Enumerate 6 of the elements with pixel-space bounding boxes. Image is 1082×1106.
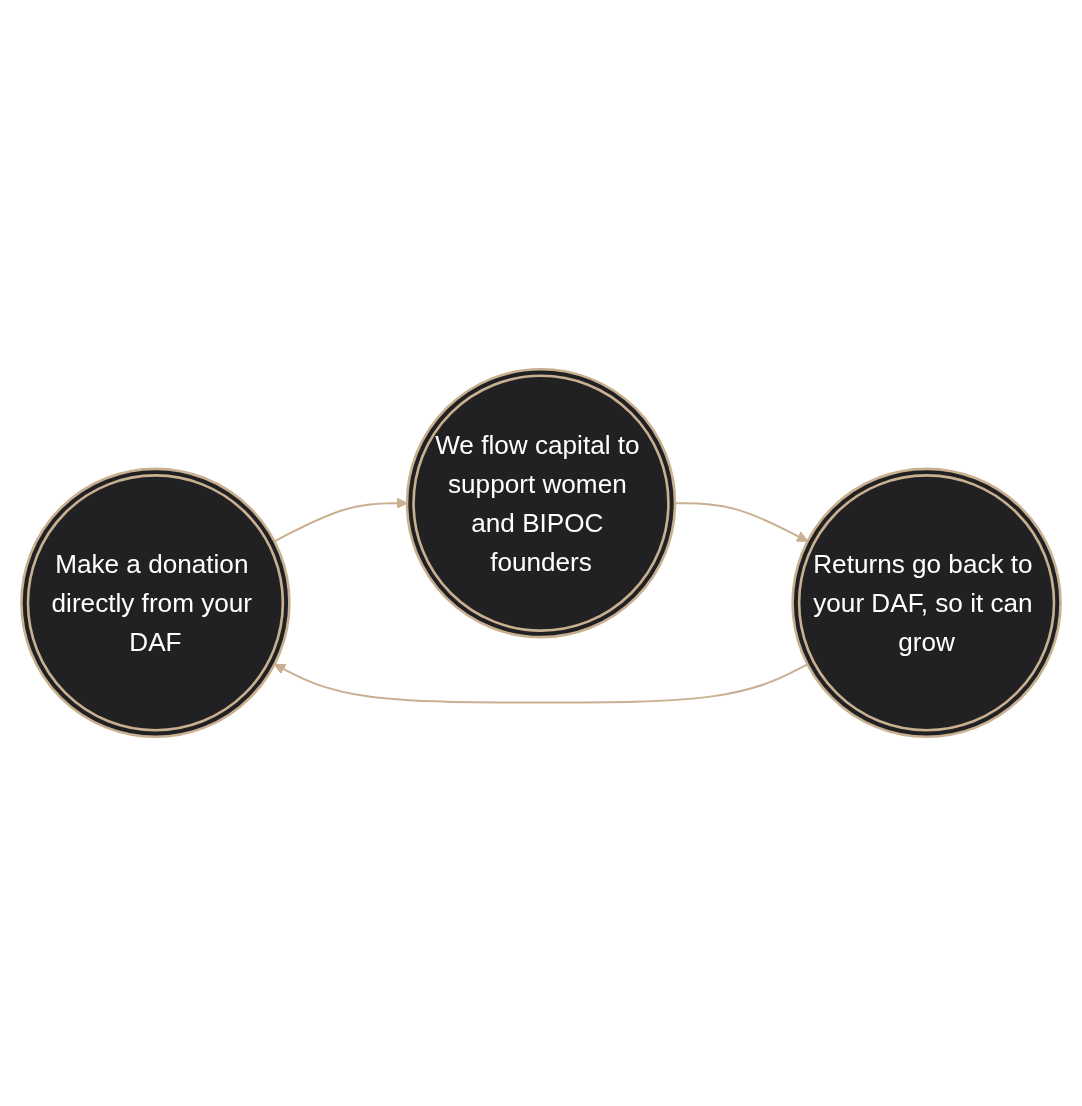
arrow [674, 502, 809, 542]
arrow [273, 663, 809, 704]
node-circle: We flow capital to support women and BIPOC founders [405, 367, 677, 639]
node-circle: Returns go back to your DAF, so it can grow [791, 467, 1062, 739]
node-circle: Make a donation directly from your DAF [20, 467, 291, 739]
arrow [273, 497, 408, 543]
